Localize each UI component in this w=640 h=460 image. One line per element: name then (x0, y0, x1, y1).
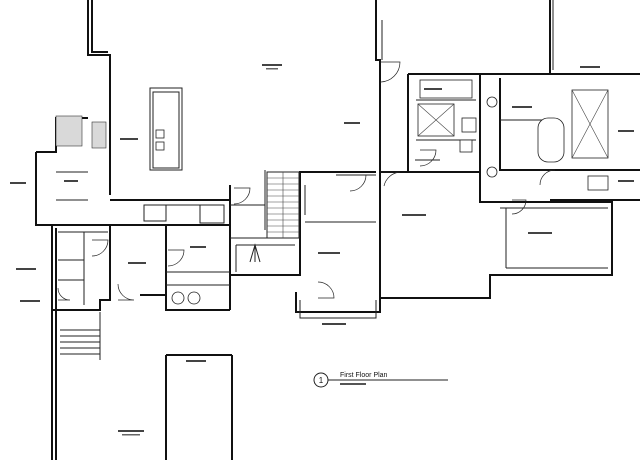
stair (249, 171, 300, 263)
drawing-title: First Floor Plan (340, 372, 388, 379)
drawing-number: 1 (319, 376, 324, 385)
fixtures (55, 79, 609, 305)
steps (60, 312, 101, 360)
title-block: 1 First Floor Plan (313, 372, 448, 388)
room-label-marks (10, 64, 634, 436)
exterior-walls (35, 0, 640, 460)
scale-mark (340, 383, 366, 385)
door-swings (57, 61, 556, 301)
interior-walls (56, 87, 608, 305)
